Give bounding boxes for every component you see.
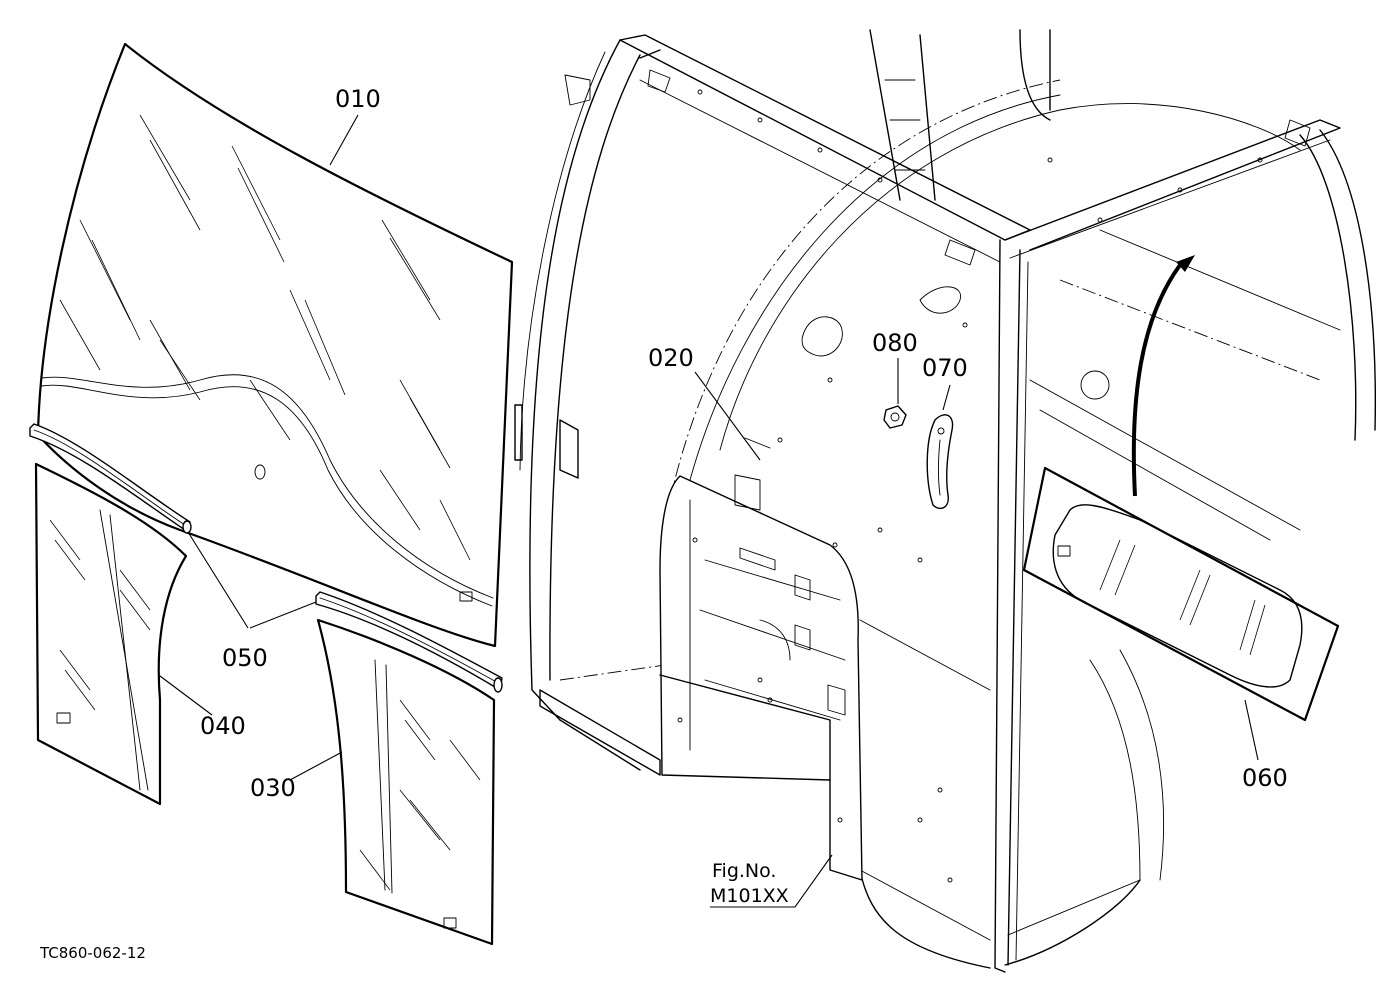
seal-strip-050-left <box>29 423 192 534</box>
label-040: 040 <box>200 712 246 740</box>
grab-handle-070 <box>926 414 954 510</box>
figure-ref-line2: M101XX <box>710 885 789 907</box>
label-060: 060 <box>1242 764 1288 792</box>
leader-lines <box>159 114 1259 908</box>
label-020: 020 <box>648 344 694 372</box>
rear-glass-060 <box>1022 466 1340 722</box>
label-070: 070 <box>922 354 968 382</box>
label-080: 080 <box>872 329 918 357</box>
figure-ref-line1: Fig.No. <box>712 860 776 882</box>
side-glass-040 <box>34 462 188 806</box>
windshield-glass-010 <box>36 42 514 648</box>
drawing-code: TC860-062-12 <box>39 944 146 962</box>
cab-frame <box>514 29 1377 973</box>
label-010: 010 <box>335 85 381 113</box>
seal-strip-050-right <box>315 591 503 693</box>
side-panel-020 <box>659 437 863 881</box>
side-glass-030 <box>316 618 496 946</box>
bolt-080 <box>883 405 907 429</box>
direction-arrow <box>1131 255 1195 497</box>
label-050: 050 <box>222 644 268 672</box>
label-030: 030 <box>250 774 296 802</box>
